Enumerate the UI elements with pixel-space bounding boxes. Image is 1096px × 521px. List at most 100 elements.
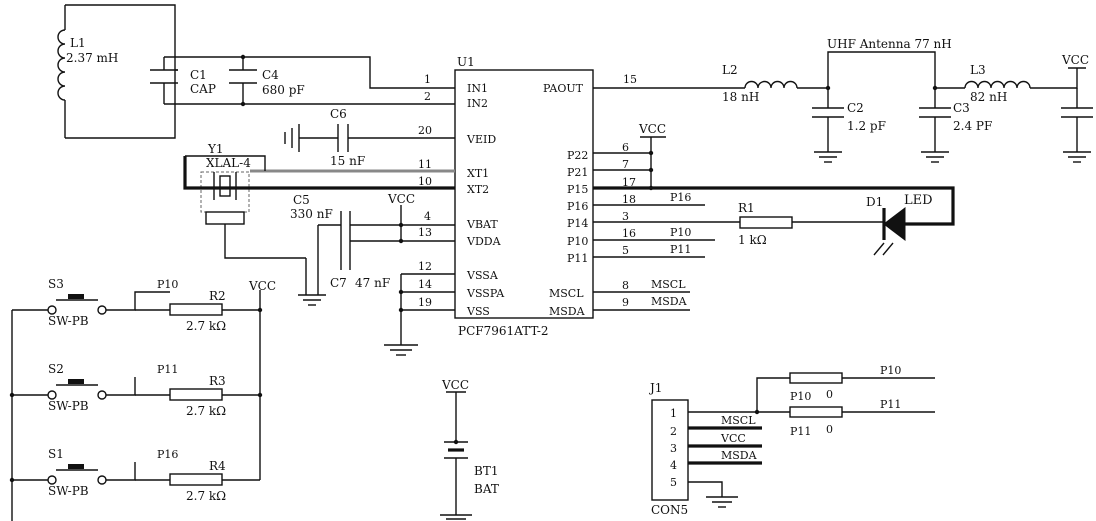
pin-num-7: 7 [622, 158, 629, 171]
pin-num-12: 12 [418, 260, 432, 273]
pin-veid: VEID [466, 133, 496, 146]
c6-ref: C6 [330, 107, 347, 121]
l3-ref: L3 [970, 63, 986, 77]
s1-switch: S1 SW-PB P16 [12, 447, 178, 498]
l2-value: 18 nH [722, 90, 759, 104]
c7-ref: C7 [330, 276, 347, 290]
vss-wires [400, 273, 455, 345]
s2-ref: S2 [48, 362, 64, 376]
p10-zero-resistor: P10 P10 0 [789, 364, 935, 403]
l2-inductor: L2 18 nH [722, 63, 798, 104]
j1-net-msda: MSDA [721, 449, 758, 462]
r3-resistor: R3 2.7 kΩ [135, 374, 260, 418]
r1-ref: R1 [738, 201, 755, 215]
pin-num-17: 17 [622, 176, 636, 189]
pin-num-1: 1 [424, 73, 431, 86]
pin-num-2: 2 [424, 90, 431, 103]
bt1-ref: BT1 [474, 464, 498, 478]
pin-num-15: 15 [623, 73, 637, 86]
d1-ref: D1 [866, 195, 883, 209]
r2-value: 2.7 kΩ [186, 319, 226, 333]
pin-num-19: 19 [418, 296, 432, 309]
c2-capacitor: C2 1.2 pF [812, 88, 886, 163]
y1-ref: Y1 [207, 142, 224, 156]
c2-ref: C2 [847, 101, 864, 115]
net-label-mscl: MSCL [651, 278, 686, 291]
s1-ref: S1 [48, 447, 64, 461]
pin-p10: P10 [567, 235, 588, 248]
s3-switch: S3 SW-PB P10 [12, 277, 178, 328]
l3-inductor: L3 82 nH [964, 63, 1031, 104]
net-label-p16: P16 [670, 191, 691, 204]
j1-pin-2: 2 [670, 425, 677, 438]
c6-ground [284, 124, 300, 152]
xt2-wire [183, 156, 455, 190]
r3-ref: R3 [209, 374, 226, 388]
u1-ref: U1 [457, 55, 475, 69]
p15-led-wire [593, 186, 955, 226]
pin-p16: P16 [567, 200, 588, 213]
j1-net-vcc: VCC [720, 432, 746, 445]
pin-num-20: 20 [418, 124, 432, 137]
vcc-label-vbat: VCC [387, 192, 415, 206]
l1-value: 2.37 mH [66, 51, 118, 65]
pin-in2: IN2 [467, 97, 488, 110]
net-label-msda: MSDA [651, 295, 688, 308]
j1-value: CON5 [651, 503, 688, 517]
r4-resistor: R4 2.7 kΩ [135, 459, 260, 503]
c4-value: 680 pF [262, 83, 305, 97]
p10r-value: 0 [826, 388, 833, 401]
r1-resistor: R1 1 kΩ [738, 201, 793, 247]
pin-vbat: VBAT [466, 218, 498, 231]
s1-value: SW-PB [48, 484, 89, 498]
c7-value: 47 nF [355, 276, 390, 290]
pin-p21: P21 [567, 166, 588, 179]
j1-connector: J1 CON5 1 2 3 4 5 MSCL VCC MSDA [648, 377, 790, 517]
r3-value: 2.7 kΩ [186, 404, 226, 418]
c6-capacitor: C6 15 nF [299, 107, 455, 168]
r4-ref: R4 [209, 459, 226, 473]
pin-in1: IN1 [467, 82, 488, 95]
j1-pin-5: 5 [670, 476, 677, 489]
pin-num-4: 4 [424, 210, 431, 223]
r4-value: 2.7 kΩ [186, 489, 226, 503]
pin-mscl: MSCL [549, 287, 584, 300]
vcc-label-right: VCC [1061, 53, 1089, 67]
pin-num-13: 13 [418, 226, 432, 239]
r2-resistor: R2 2.7 kΩ [135, 289, 260, 333]
c7-capacitor: C7 47 nF [330, 240, 455, 290]
decoupling-cap-right [1061, 88, 1093, 163]
pin-vsspa: VSSPA [466, 287, 505, 300]
c2-value: 1.2 pF [847, 119, 886, 133]
net-label-p10: P10 [670, 226, 691, 239]
s3-net: P10 [157, 278, 178, 291]
bt1-battery: BT1 BAT [440, 391, 499, 520]
j1-ref: J1 [648, 381, 662, 395]
p11-net-label: P11 [880, 398, 901, 411]
pin-num-6: 6 [622, 141, 629, 154]
s3-ref: S3 [48, 277, 64, 291]
p11r-net: P11 [790, 425, 811, 438]
s3-value: SW-PB [48, 314, 89, 328]
c3-capacitor: C3 2.4 PF [919, 88, 992, 163]
crystal-gnd-wire [224, 224, 306, 259]
u1-ic-body [454, 69, 594, 319]
c5-ref: C5 [293, 193, 310, 207]
pin-p14: P14 [567, 217, 588, 230]
j1-pin-4: 4 [670, 459, 677, 472]
pin-vdda: VDDA [466, 235, 502, 248]
s2-switch: S2 SW-PB P11 [12, 362, 178, 413]
pin-p11: P11 [567, 252, 588, 265]
pin-num-9: 9 [622, 296, 629, 309]
pin-xt2: XT2 [467, 183, 489, 196]
pin-paout: PAOUT [543, 82, 584, 95]
d1-led: D1 LED [866, 193, 933, 256]
p10r-net: P10 [790, 390, 811, 403]
ground-symbol-caps [298, 294, 326, 306]
l1-ref: L1 [70, 36, 86, 50]
pin-vssa: VSSA [466, 269, 499, 282]
d1-value: LED [904, 193, 933, 208]
pin-num-14: 14 [418, 278, 432, 291]
vcc-label-switches: VCC [248, 279, 276, 293]
